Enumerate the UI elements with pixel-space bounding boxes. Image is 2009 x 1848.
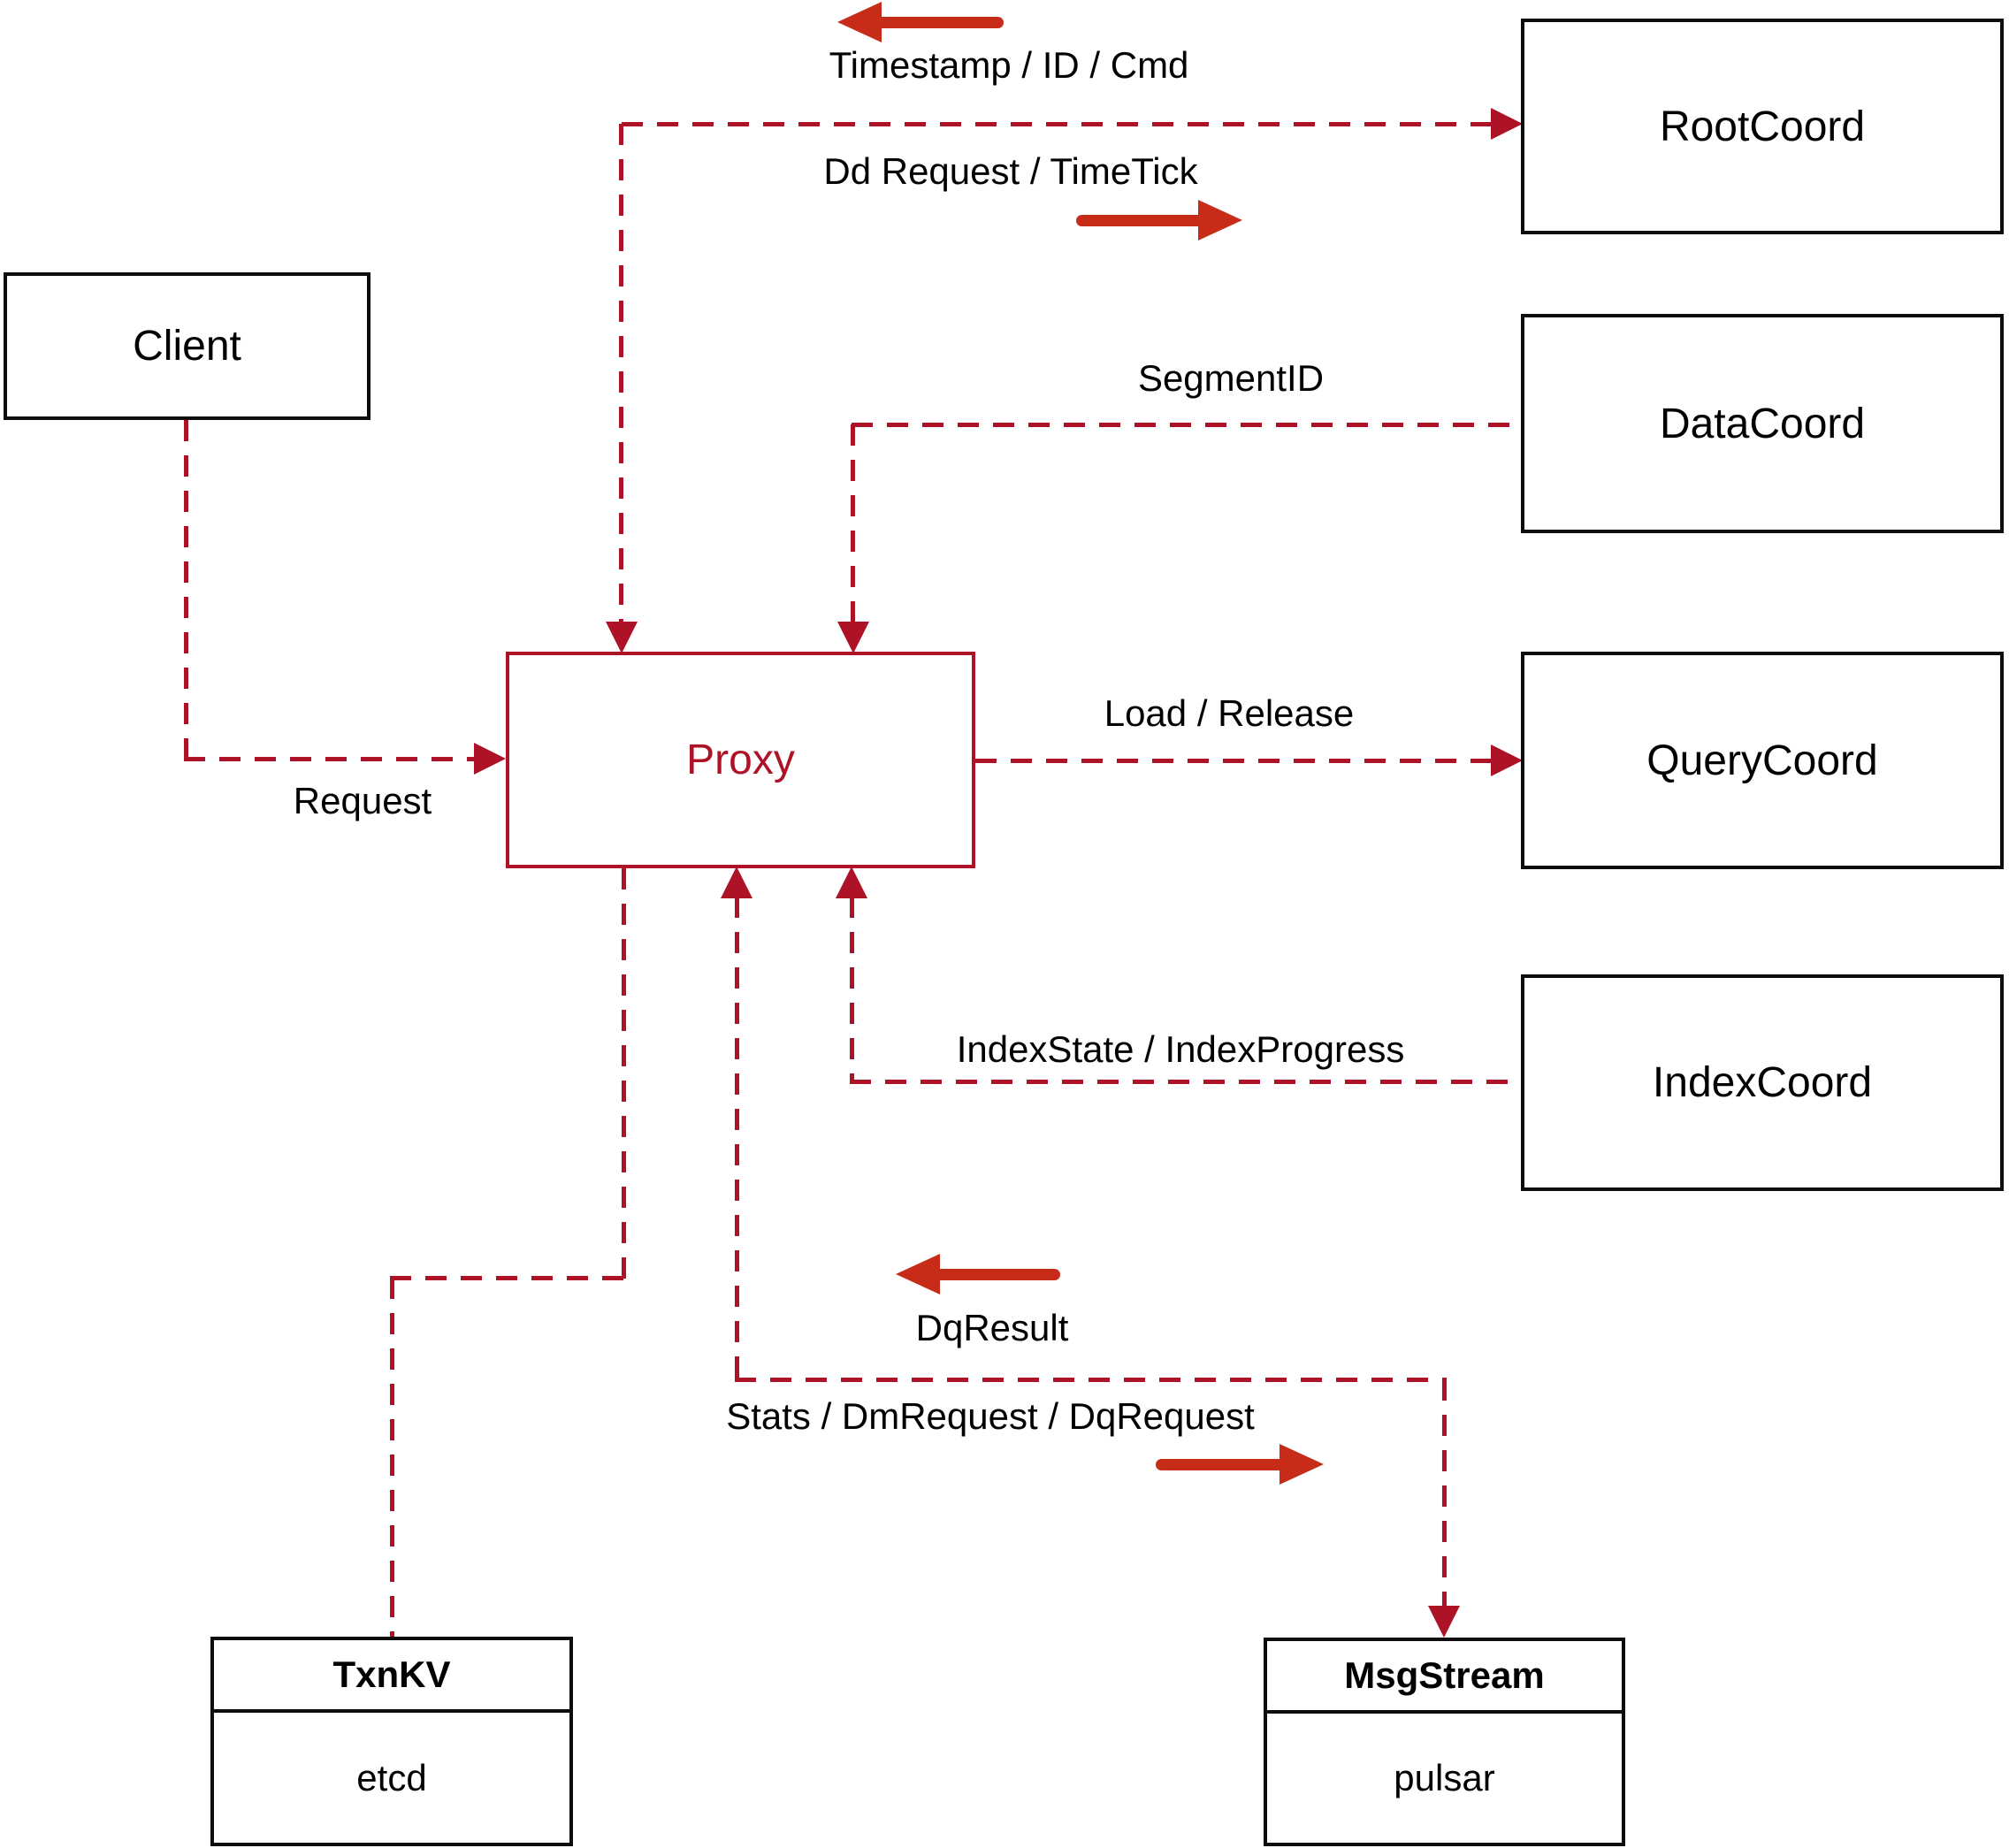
edge-proxy-msgstream-horizontal <box>735 1378 1447 1382</box>
node-msgstream: MsgStream pulsar <box>1264 1638 1625 1846</box>
node-datacoord: DataCoord <box>1521 314 2004 533</box>
node-txnkv-impl: etcd <box>356 1756 427 1798</box>
edge-proxy-txnkv-vertical-2 <box>390 1278 394 1637</box>
node-txnkv: TxnKV etcd <box>210 1637 573 1846</box>
arrowhead-into-proxy-top-left <box>606 622 638 653</box>
arrow-head <box>1279 1444 1324 1485</box>
node-indexcoord: IndexCoord <box>1521 974 2004 1191</box>
edge-label-stats: Stats / DmRequest / DqRequest <box>726 1395 1255 1437</box>
node-rootcoord: RootCoord <box>1521 19 2004 234</box>
node-indexcoord-label: IndexCoord <box>1652 1059 1873 1106</box>
edge-label-index-state: IndexState / IndexProgress <box>956 1028 1405 1070</box>
edge-label-load-release: Load / Release <box>1104 692 1355 734</box>
node-proxy-label: Proxy <box>686 737 795 783</box>
edge-client-proxy-horizontal <box>184 757 474 761</box>
node-datacoord-label: DataCoord <box>1659 400 1866 447</box>
edge-proxy-rootcoord-vertical <box>619 124 623 623</box>
edge-label-segment-id: SegmentID <box>1137 357 1325 399</box>
arrow-head <box>896 1254 940 1294</box>
node-querycoord-label: QueryCoord <box>1646 737 1878 784</box>
edge-datacoord-proxy-horizontal <box>852 423 1521 427</box>
node-client: Client <box>4 272 370 420</box>
arrow-shaft <box>875 17 1004 28</box>
node-msgstream-impl: pulsar <box>1394 1757 1495 1798</box>
edge-client-proxy-vertical <box>184 420 188 761</box>
edge-indexcoord-proxy-vertical <box>850 897 854 1081</box>
node-msgstream-title: MsgStream <box>1267 1641 1622 1714</box>
node-rootcoord-label: RootCoord <box>1659 103 1866 150</box>
edge-proxy-msgstream-vertical-2 <box>1442 1379 1447 1607</box>
arrow-shaft <box>1076 215 1205 226</box>
arrowhead-into-proxy-bottom-right <box>836 867 867 898</box>
dd-request-direction-arrow-icon <box>1074 200 1242 241</box>
arrowhead-into-proxy-bottom-left <box>721 867 752 898</box>
dqresult-direction-arrow-icon <box>896 1254 1062 1294</box>
timestamp-direction-arrow-icon <box>837 2 1005 42</box>
arrowhead-into-querycoord <box>1491 745 1523 776</box>
arrow-shaft <box>933 1269 1060 1280</box>
edge-label-request: Request <box>293 780 432 821</box>
node-querycoord: QueryCoord <box>1521 652 2004 869</box>
edge-label-dq-result: DqResult <box>915 1307 1069 1348</box>
edge-proxy-msgstream-vertical-1 <box>735 897 739 1381</box>
arrowhead-into-proxy-top-right <box>837 622 869 653</box>
edge-datacoord-proxy-vertical <box>851 424 855 623</box>
edge-proxy-txnkv-horizontal <box>390 1276 624 1280</box>
arrowhead-into-msgstream <box>1428 1606 1460 1638</box>
arrow-shaft <box>1156 1459 1287 1470</box>
edge-proxy-rootcoord-horizontal <box>622 122 1491 126</box>
arrowhead-into-proxy-left <box>474 743 506 775</box>
node-proxy: Proxy <box>506 652 975 868</box>
node-txnkv-title: TxnKV <box>214 1640 569 1713</box>
stats-direction-arrow-icon <box>1154 1444 1324 1485</box>
edge-indexcoord-proxy-horizontal <box>850 1080 1521 1084</box>
arrow-head <box>837 2 882 42</box>
arrow-head <box>1198 200 1242 241</box>
arrowhead-into-rootcoord <box>1491 108 1523 140</box>
edge-proxy-querycoord <box>975 759 1491 763</box>
edge-proxy-txnkv-vertical-1 <box>622 868 626 1279</box>
edge-label-timestamp: Timestamp / ID / Cmd <box>829 44 1189 86</box>
node-client-label: Client <box>133 323 241 370</box>
edge-label-dd-request: Dd Request / TimeTick <box>823 150 1198 192</box>
